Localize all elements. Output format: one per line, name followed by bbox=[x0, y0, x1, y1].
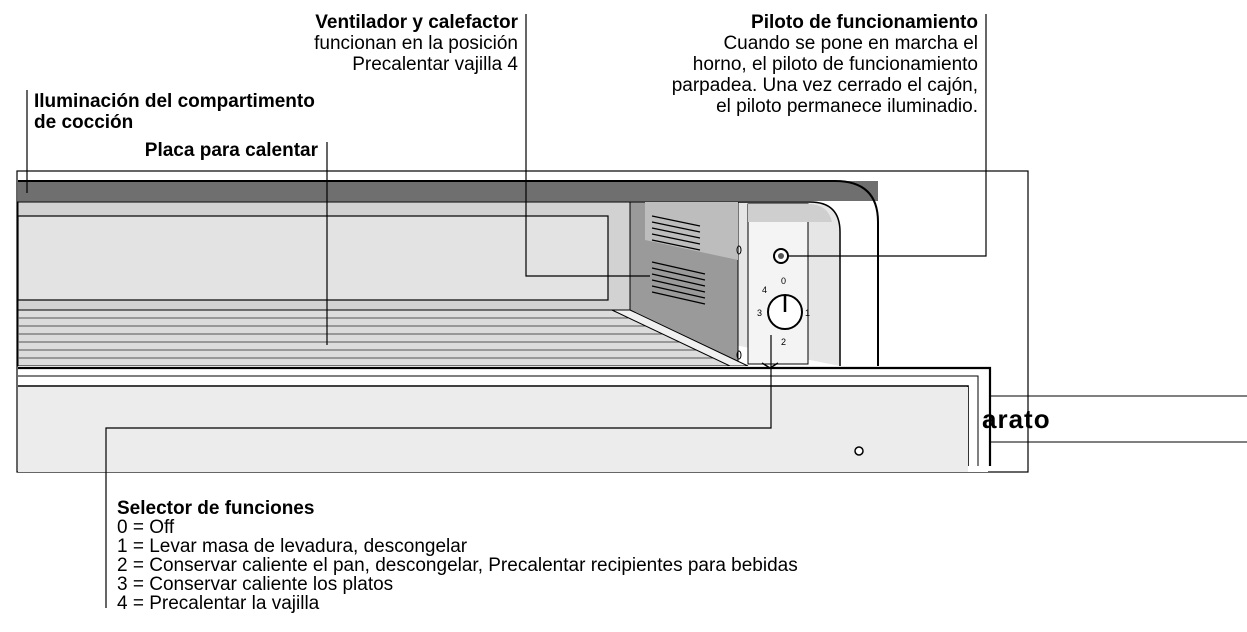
dial-mark-2: 2 bbox=[781, 337, 786, 347]
label-iluminacion: Iluminación del compartimento de cocción bbox=[34, 91, 315, 133]
appliance-outline bbox=[18, 180, 879, 366]
label-placa: Placa para calentar bbox=[60, 140, 318, 161]
drawer-front-panel bbox=[18, 387, 968, 472]
selector-item-4: 4 = Precalentar la vajilla bbox=[117, 593, 320, 614]
control-panel-face bbox=[747, 203, 809, 365]
selector-item-3: 3 = Conservar caliente los platos bbox=[117, 574, 394, 595]
label-ventilador-line1: funcionan en la posición bbox=[314, 33, 518, 54]
side-wall-highlight bbox=[645, 202, 738, 260]
label-selector-title: Selector de funciones bbox=[117, 498, 315, 519]
label-ventilador-title: Ventilador y calefactor bbox=[315, 12, 518, 33]
label-iluminacion-line2: de cocción bbox=[34, 112, 134, 133]
section-heading: arato bbox=[982, 404, 1051, 434]
label-piloto: Piloto de funcionamiento Cuando se pone … bbox=[560, 12, 978, 117]
dial-mark-1: 1 bbox=[805, 308, 810, 318]
label-selector: Selector de funciones 0 = Off 1 = Levar … bbox=[117, 499, 798, 613]
dial-mark-4: 4 bbox=[762, 285, 767, 295]
label-placa-title: Placa para calentar bbox=[144, 140, 318, 161]
drawer-front-outline bbox=[18, 366, 992, 466]
selector-item-0: 0 = Off bbox=[117, 517, 175, 538]
label-piloto-line4: el piloto permanece iluminadio. bbox=[716, 96, 978, 117]
dial-mark-3: 3 bbox=[757, 308, 762, 318]
label-ventilador-line2: Precalentar vajilla 4 bbox=[352, 54, 518, 75]
label-piloto-line1: Cuando se pone en marcha el bbox=[723, 33, 978, 54]
dial-mark-0: 0 bbox=[781, 276, 786, 286]
leader-lines bbox=[26, 14, 987, 608]
top-band bbox=[18, 181, 878, 201]
vent-grille-lower bbox=[651, 261, 706, 305]
warming-plate-stripes bbox=[18, 317, 718, 359]
selector-item-1: 1 = Levar masa de levadura, descongelar bbox=[117, 536, 468, 557]
drawer-button-icon bbox=[854, 446, 864, 456]
label-ventilador: Ventilador y calefactor funcionan en la … bbox=[250, 12, 518, 75]
selector-item-2: 2 = Conservar caliente el pan, descongel… bbox=[117, 555, 798, 576]
label-piloto-line2: horno, el piloto de funcionamiento bbox=[692, 54, 978, 75]
illumination-panel bbox=[17, 215, 609, 301]
vent-grille-upper bbox=[651, 215, 701, 251]
label-iluminacion-line1: Iluminación del compartimento bbox=[34, 91, 315, 112]
label-piloto-title: Piloto de funcionamiento bbox=[751, 12, 978, 33]
label-piloto-line3: parpadea. Una vez cerrado el cajón, bbox=[671, 75, 978, 96]
